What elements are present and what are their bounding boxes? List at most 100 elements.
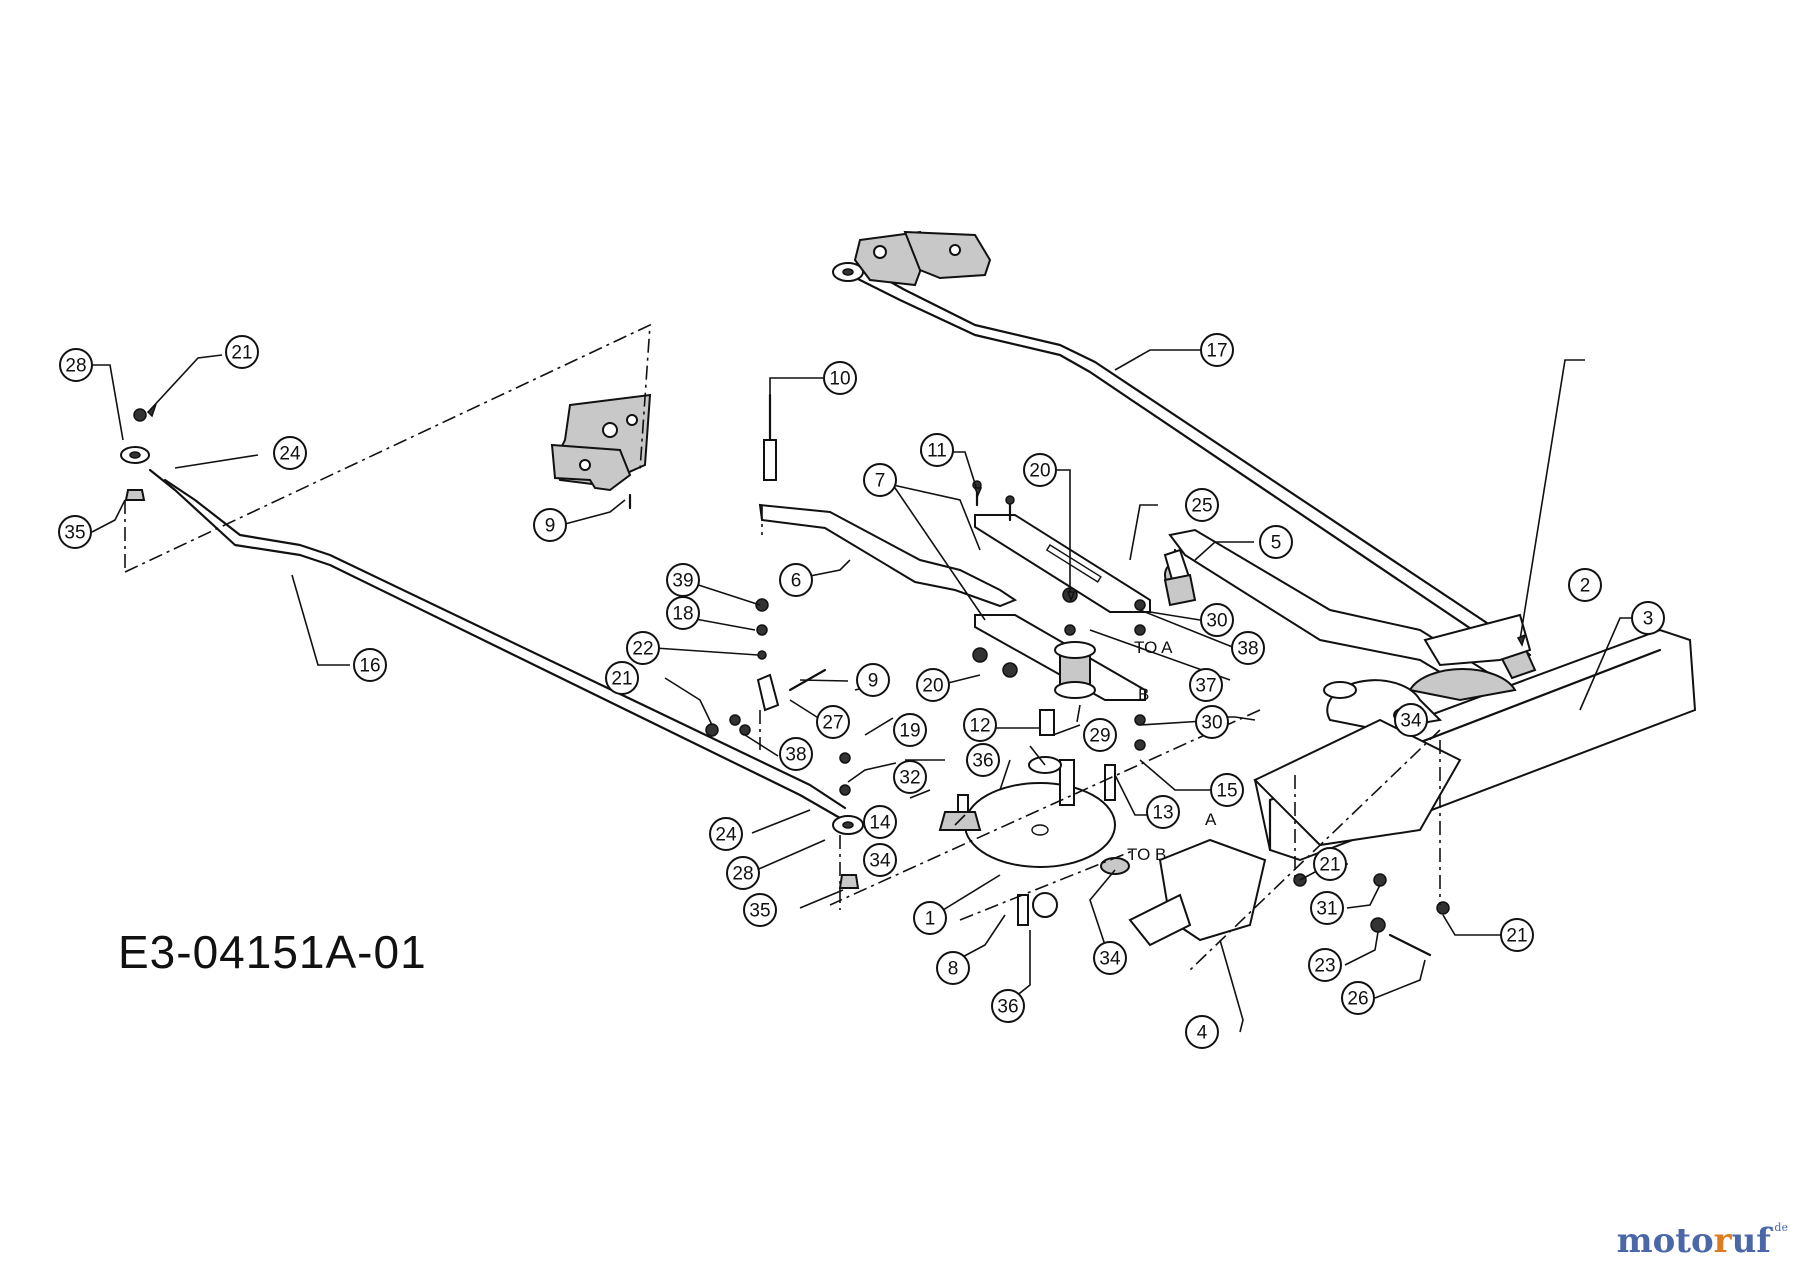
sector-gear-left xyxy=(550,393,652,510)
callout-circle xyxy=(916,668,950,702)
callout-number: 2 xyxy=(1580,576,1591,597)
callout-24: 24 xyxy=(273,436,307,470)
callout-number: 9 xyxy=(545,516,556,537)
callout-number: 8 xyxy=(948,959,959,980)
label-b: B xyxy=(1138,685,1149,704)
callout-11: 11 xyxy=(920,433,954,467)
callout-layer: 1234567899101112131415161718192020212121… xyxy=(58,333,1665,1049)
callout-circle xyxy=(1631,601,1665,635)
label-to-a: TO A xyxy=(1134,638,1173,657)
callout-circle xyxy=(59,348,93,382)
callout-number: 5 xyxy=(1271,533,1282,554)
callout-20: 20 xyxy=(916,668,950,702)
callout-circle xyxy=(1341,981,1375,1015)
callout-9: 9 xyxy=(533,508,567,542)
steering-disc-1 xyxy=(964,756,1130,875)
callout-22: 22 xyxy=(626,631,660,665)
tie-rod-17 xyxy=(832,262,1537,680)
callout-number: 28 xyxy=(732,864,753,885)
callout-28: 28 xyxy=(59,348,93,382)
callout-number: 6 xyxy=(791,571,802,592)
callout-circle xyxy=(1200,333,1234,367)
callout-number: 20 xyxy=(1029,461,1050,482)
callout-21: 21 xyxy=(1500,918,1534,952)
callout-31: 31 xyxy=(1310,891,1344,925)
small-hardware xyxy=(705,548,1450,957)
callout-10: 10 xyxy=(823,361,857,395)
callout-number: 39 xyxy=(672,571,693,592)
callout-6: 6 xyxy=(779,563,813,597)
callout-28: 28 xyxy=(726,856,760,890)
callout-circle xyxy=(991,989,1025,1023)
callout-number: 24 xyxy=(279,444,301,465)
callout-circle xyxy=(856,663,890,697)
callout-36: 36 xyxy=(966,743,1000,777)
callout-24: 24 xyxy=(709,817,743,851)
callout-circle xyxy=(1083,718,1117,752)
callout-14: 14 xyxy=(863,805,897,839)
callout-circle xyxy=(1195,705,1229,739)
callout-circle xyxy=(1185,1015,1219,1049)
callout-number: 29 xyxy=(1089,726,1110,747)
callout-circle xyxy=(779,563,813,597)
callout-9: 9 xyxy=(856,663,890,697)
callout-circle xyxy=(913,901,947,935)
callout-number: 32 xyxy=(899,768,920,789)
callout-number: 30 xyxy=(1206,611,1227,632)
callout-number: 34 xyxy=(1400,711,1422,732)
callout-number: 24 xyxy=(715,825,737,846)
callout-19: 19 xyxy=(893,713,927,747)
brand-logo: motoruf.de xyxy=(1616,1221,1788,1261)
callout-number: 35 xyxy=(749,901,770,922)
callout-circle xyxy=(1568,568,1602,602)
callout-circle xyxy=(936,951,970,985)
callout-circle xyxy=(1210,773,1244,807)
callout-21: 21 xyxy=(225,335,259,369)
callout-circle xyxy=(533,508,567,542)
callout-number: 21 xyxy=(1506,926,1527,947)
callout-21: 21 xyxy=(605,661,639,695)
callout-number: 7 xyxy=(875,471,886,492)
callout-number: 35 xyxy=(64,523,85,544)
callout-16: 16 xyxy=(353,648,387,682)
bracket-4 xyxy=(1128,838,1267,947)
callout-number: 17 xyxy=(1206,341,1227,362)
callout-34: 34 xyxy=(1394,703,1428,737)
drawing-code: E3-04151A-01 xyxy=(118,926,427,978)
reference-lines-right xyxy=(759,505,1441,971)
callout-30: 30 xyxy=(1200,603,1234,637)
callout-number: 15 xyxy=(1216,781,1237,802)
callout-circle xyxy=(1500,918,1534,952)
tie-rod-16 xyxy=(120,408,864,889)
callout-circle xyxy=(963,708,997,742)
callout-number: 30 xyxy=(1201,713,1222,734)
callout-number: 26 xyxy=(1347,989,1368,1010)
callout-circle xyxy=(1093,941,1127,975)
callout-26: 26 xyxy=(1341,981,1375,1015)
callout-number: 37 xyxy=(1195,676,1216,697)
callout-5: 5 xyxy=(1259,525,1293,559)
callout-number: 13 xyxy=(1152,803,1173,824)
callout-3: 3 xyxy=(1631,601,1665,635)
callout-number: 38 xyxy=(1237,639,1258,660)
callout-32: 32 xyxy=(893,760,927,794)
callout-2: 2 xyxy=(1568,568,1602,602)
callout-number: 22 xyxy=(632,639,653,660)
callout-7: 7 xyxy=(863,463,897,497)
callout-circle xyxy=(779,737,813,771)
callout-circle xyxy=(893,713,927,747)
callout-circle xyxy=(1394,703,1428,737)
callout-21: 21 xyxy=(1313,847,1347,881)
spacer-stack xyxy=(1054,641,1096,699)
callout-36: 36 xyxy=(991,989,1025,1023)
callout-number: 1 xyxy=(925,909,936,930)
callout-number: 20 xyxy=(922,676,943,697)
callout-18: 18 xyxy=(666,596,700,630)
callout-35: 35 xyxy=(58,515,92,549)
callout-circle xyxy=(726,856,760,890)
callout-circle xyxy=(863,463,897,497)
callout-25: 25 xyxy=(1185,488,1219,522)
callout-27: 27 xyxy=(816,705,850,739)
callout-37: 37 xyxy=(1189,668,1223,702)
parts-drawing: TO A TO B A B xyxy=(76,230,1697,1033)
